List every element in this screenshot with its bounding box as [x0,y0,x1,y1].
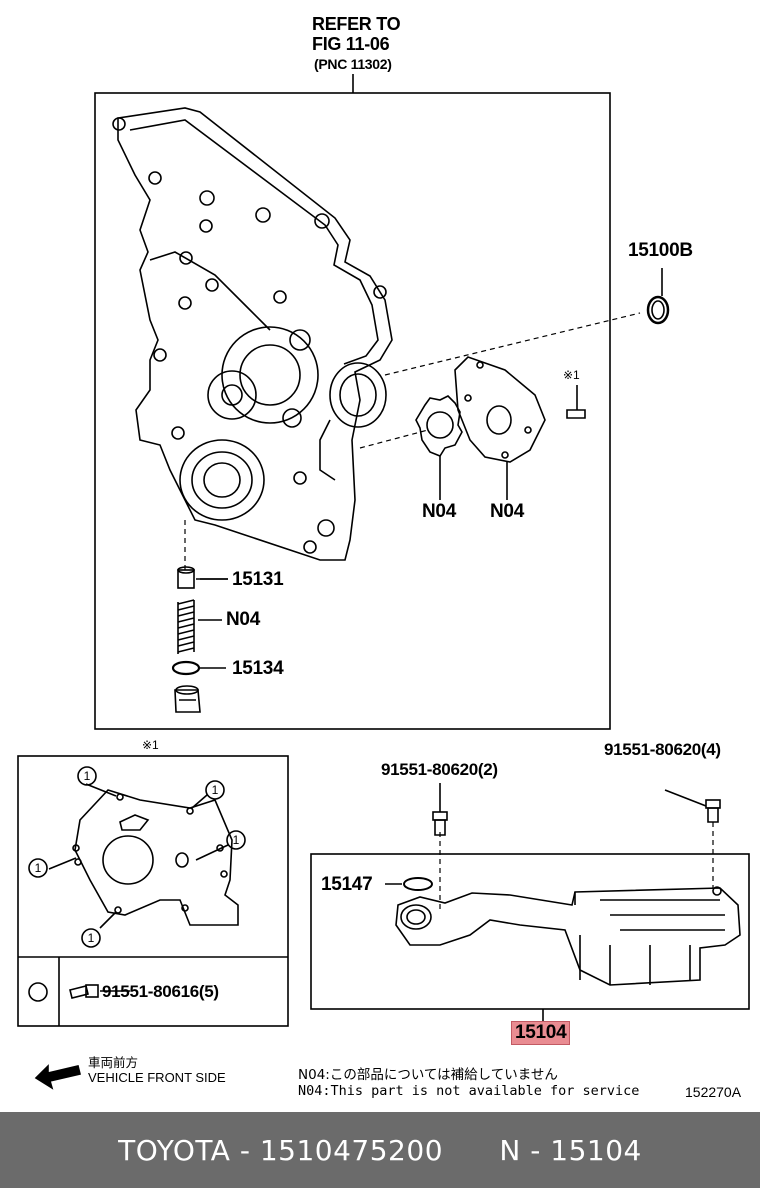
front-label-jp: 車両前方 [88,1055,139,1070]
oil-strainer-15104 [395,886,741,986]
label-bolt-left[interactable]: 91551-80620(2) [381,760,498,779]
gasket-15147 [403,877,433,891]
label-n04-rotor-outer: N04 [490,501,524,522]
label-n04-rotor-inner: N04 [422,501,456,522]
brand-name: TOYOTA [118,1133,231,1167]
small-bolt [566,385,586,419]
inset-box [17,755,289,1027]
note-jp: N04:この部品については補給していません [298,1067,558,1083]
front-label-en: VEHICLE FRONT SIDE [88,1070,226,1085]
refer-line1: REFER TO [312,14,401,34]
strainer-frame [310,853,750,1010]
vehicle-front-arrow [34,1064,81,1090]
inset-bolt [69,984,130,999]
label-bolt-right[interactable]: 91551-80620(4) [604,740,721,759]
part-number: 1510475200 [259,1133,444,1167]
bolt-91551-right [705,799,721,823]
svg-text:1: 1 [212,783,219,797]
exploded-parts-diagram: 1 1 1 1 1 [17,74,750,1090]
pnc-code: N - 15104 [499,1133,642,1167]
diagram-code: 152270A [685,1084,742,1100]
label-15134[interactable]: 15134 [232,658,284,679]
svg-text:1: 1 [88,931,95,945]
spacer [443,1134,499,1167]
inset-pump-plate [28,766,246,948]
label-n04-spring: N04 [226,609,260,630]
inset-mark: ※1 [142,738,159,752]
label-15100b[interactable]: 15100B [628,240,693,261]
svg-text:1: 1 [84,769,91,783]
gasket-15134 [171,660,201,676]
relief-valve-spring [177,599,195,654]
bolt-91551-left [432,811,448,836]
inset-table-part[interactable]: 91551-80616(5) [102,982,219,1001]
refer-line3: (PNC 11302) [314,56,392,72]
separator: - [230,1133,260,1167]
timing-chain-cover [112,107,393,561]
svg-text:1: 1 [35,861,42,875]
mark-small-bolt: ※1 [563,368,580,382]
part-info-bar: TOYOTA - 1510475200 N - 15104 [0,1112,760,1188]
o-ring-15100b [646,295,670,325]
oil-pump-rotor [415,395,463,500]
refer-line2: FIG 11-06 [312,34,390,54]
svg-text:1: 1 [233,833,240,847]
label-15104-highlighted[interactable]: 15104 [511,1021,571,1045]
note-en: N04:This part is not available for servi… [298,1083,640,1099]
relief-valve-plunger [177,569,195,589]
oil-pump-plate [454,356,546,500]
label-15147[interactable]: 15147 [321,874,373,895]
relief-valve-plug [174,685,201,713]
label-15131[interactable]: 15131 [232,569,284,590]
main-assembly-frame [94,92,611,730]
